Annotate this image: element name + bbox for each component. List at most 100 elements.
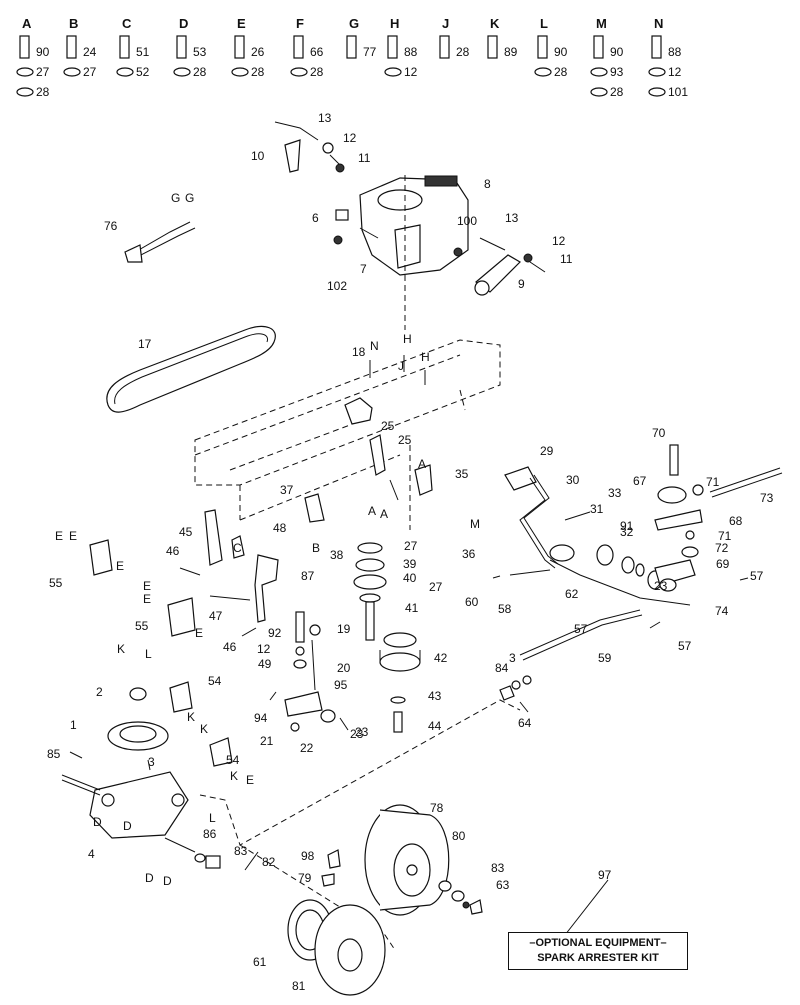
callout-13: 13 xyxy=(505,211,519,225)
callout-h: H xyxy=(421,350,430,364)
callout-55: 55 xyxy=(135,619,149,633)
callout-61: 61 xyxy=(253,955,267,969)
bolt-icon xyxy=(176,35,187,59)
washer-icon xyxy=(290,67,308,77)
legend-part-number: 28 xyxy=(310,65,324,79)
callout-c: C xyxy=(233,541,242,555)
callout-e: E xyxy=(143,592,151,606)
callout-92: 92 xyxy=(268,626,282,640)
clutch-levers xyxy=(89,493,325,637)
callout-30: 30 xyxy=(566,473,580,487)
callout-82: 82 xyxy=(262,855,276,869)
legend-part-number: 88 xyxy=(404,45,418,59)
callout-h: H xyxy=(403,332,412,346)
callout-e: E xyxy=(143,579,151,593)
callout-64: 64 xyxy=(518,716,532,730)
callout-84: 84 xyxy=(495,661,509,675)
callout-70: 70 xyxy=(652,426,666,440)
callout-17: 17 xyxy=(138,337,152,351)
legend-letter-d: D xyxy=(179,16,188,31)
callout-83: 83 xyxy=(234,844,248,858)
bolt-icon xyxy=(119,35,130,59)
bolt-icon xyxy=(651,35,662,59)
transaxle xyxy=(61,681,233,853)
callout-74: 74 xyxy=(715,604,729,618)
callout-n: N xyxy=(370,339,379,353)
callout-18: 18 xyxy=(352,345,366,359)
legend-part-number: 12 xyxy=(668,65,682,79)
callout-68: 68 xyxy=(729,514,743,528)
legend-letter-j: J xyxy=(442,16,449,31)
callout-44: 44 xyxy=(428,719,442,733)
legend-part-number: 27 xyxy=(83,65,97,79)
legend-part-number: 66 xyxy=(310,45,324,59)
callout-58: 58 xyxy=(498,602,512,616)
legend-part-number: 101 xyxy=(668,85,688,99)
legend-letter-l: L xyxy=(540,16,548,31)
hardware-legend: A902728B2427C5152D5328E2628F6628G77H8812… xyxy=(16,16,688,99)
callout-e: E xyxy=(195,626,203,640)
legend-letter-h: H xyxy=(390,16,399,31)
callout-21: 21 xyxy=(260,734,274,748)
callout-100: 100 xyxy=(457,214,477,228)
callout-a: A xyxy=(368,504,376,518)
callout-8: 8 xyxy=(484,177,491,191)
callout-62: 62 xyxy=(565,587,579,601)
callout-32: 32 xyxy=(620,525,634,539)
legend-part-number: 90 xyxy=(554,45,568,59)
callout-37: 37 xyxy=(280,483,294,497)
callout-63: 63 xyxy=(496,878,510,892)
legend-letter-e: E xyxy=(237,16,246,31)
shift-lever xyxy=(492,466,749,661)
bolt-icon xyxy=(487,35,498,59)
bolt-icon xyxy=(66,35,77,59)
washer-icon xyxy=(116,67,134,77)
callout-9: 9 xyxy=(518,277,525,291)
callout-d: D xyxy=(145,871,154,885)
callout-39: 39 xyxy=(403,557,417,571)
callout-k: K xyxy=(117,642,125,656)
callout-e: E xyxy=(246,773,254,787)
callout-m: M xyxy=(470,517,480,531)
drive-belt xyxy=(106,325,276,413)
washer-icon xyxy=(534,67,552,77)
legend-part-number: 28 xyxy=(610,85,624,99)
callout-a: A xyxy=(418,457,426,471)
callout-43: 43 xyxy=(428,689,442,703)
callout-11: 11 xyxy=(560,252,573,266)
legend-part-number: 77 xyxy=(363,45,377,59)
frame xyxy=(194,339,501,521)
callout-22: 22 xyxy=(300,741,314,755)
callout-54: 54 xyxy=(208,674,222,688)
callout-73: 73 xyxy=(760,491,774,505)
bolt-icon xyxy=(293,35,304,59)
spark-arrester-kit-label: –OPTIONAL EQUIPMENT– SPARK ARRESTER KIT xyxy=(508,932,688,970)
washer-icon xyxy=(16,87,34,97)
washer-icon xyxy=(173,67,191,77)
callout-l: L xyxy=(145,647,152,661)
legend-part-number: 88 xyxy=(668,45,682,59)
callout-d: D xyxy=(93,815,102,829)
callout-40: 40 xyxy=(403,571,417,585)
legend-part-number: 51 xyxy=(136,45,150,59)
washer-icon xyxy=(16,67,34,77)
callout-35: 35 xyxy=(455,467,469,481)
callout-d: D xyxy=(163,874,172,888)
legend-part-number: 28 xyxy=(193,65,207,79)
callout-29: 29 xyxy=(540,444,554,458)
callout-67: 67 xyxy=(633,474,647,488)
callout-60: 60 xyxy=(465,595,479,609)
callout-23: 23 xyxy=(654,579,668,593)
callout-1: 1 xyxy=(70,718,77,732)
kit-label-line1: –OPTIONAL EQUIPMENT– xyxy=(529,937,667,949)
legend-part-number: 93 xyxy=(610,65,624,79)
callout-19: 19 xyxy=(337,622,351,636)
legend-letter-m: M xyxy=(596,16,607,31)
callout-55: 55 xyxy=(49,576,63,590)
callout-72: 72 xyxy=(715,541,729,555)
callout-12: 12 xyxy=(343,131,357,145)
callout-95: 95 xyxy=(334,678,348,692)
callout-b: B xyxy=(312,541,320,555)
